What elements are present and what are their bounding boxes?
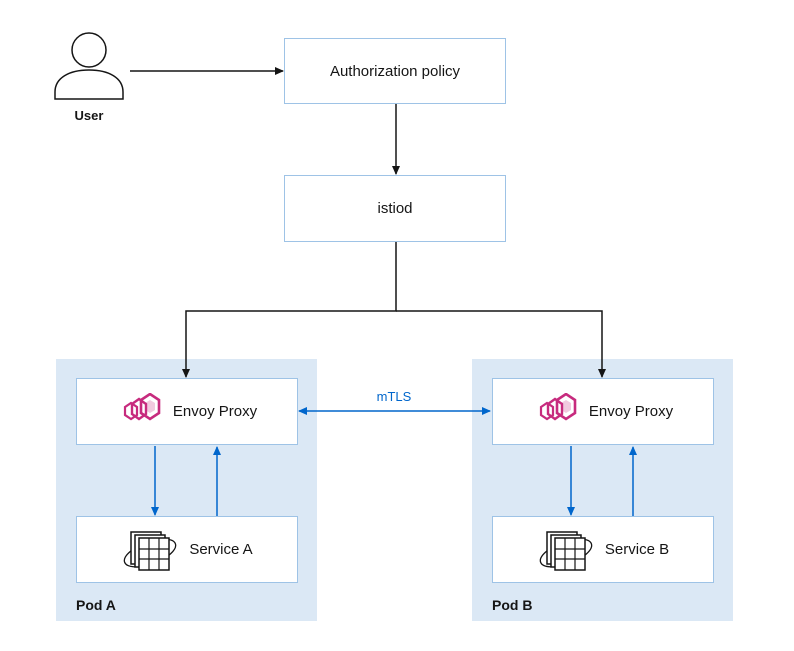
user-label: User [74,108,104,123]
service-b-label: Service B [604,541,670,558]
istiod-node: istiod [284,175,506,242]
authorization-policy-label: Authorization policy [329,62,461,80]
istiod-label: istiod [377,200,413,217]
pod-a-label: Pod A [76,597,116,613]
envoy-proxy-a-label: Envoy Proxy [172,403,258,420]
service-b-node: Service B [492,516,714,583]
arrow-istiod-to-proxy-b [396,310,606,378]
authorization-policy-node: Authorization policy [284,38,506,104]
service-a-label: Service A [189,541,253,558]
arrow-istiod-to-proxy-a [182,242,397,378]
mtls-label: mTLS [376,389,412,404]
user-icon [52,30,126,100]
envoy-proxy-a-node: Envoy Proxy [76,378,298,445]
pod-b-label: Pod B [492,597,533,613]
service-grid-icon [537,528,595,572]
envoy-hexagon-icon [117,392,163,431]
envoy-proxy-b-label: Envoy Proxy [588,403,674,420]
service-a-node: Service A [76,516,298,583]
envoy-proxy-b-node: Envoy Proxy [492,378,714,445]
service-grid-icon [121,528,179,572]
envoy-hexagon-icon [533,392,579,431]
